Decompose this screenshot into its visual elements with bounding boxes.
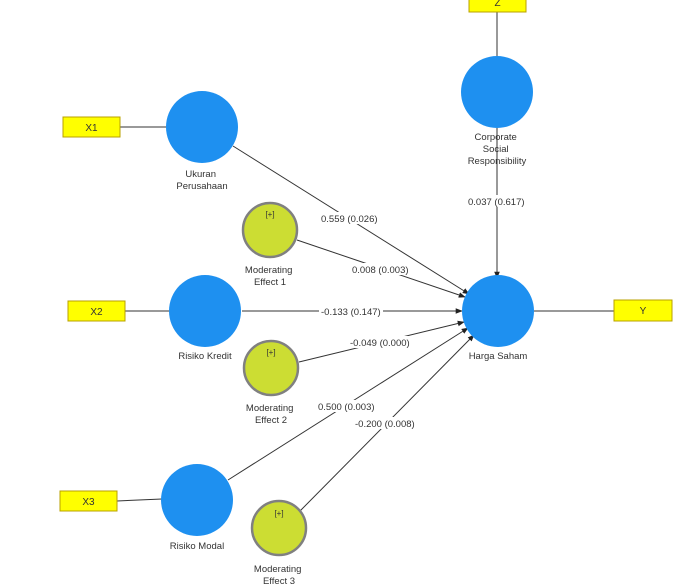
moderating-effect-1-label-1: Moderating [245,265,293,276]
indicator-x2-label: X2 [90,307,103,318]
construct-kredit-label: Risiko Kredit [178,351,232,362]
coef-csr-harga: 0.037 (0.617) [468,197,525,208]
indicator-x2[interactable]: X2 [67,300,126,322]
svg-text:Moderating Effect 2: Moderating Effect 2 [246,403,296,426]
coef-mod2-harga: -0.049 (0.000) [350,338,410,349]
construct-modal-label: Risiko Modal [170,541,224,552]
coef-kredit-harga: -0.133 (0.147) [321,307,381,318]
moderating-effect-1-label-2: Effect 1 [254,277,286,288]
moderating-effect-1[interactable]: [+] Moderating Effect 1 [241,201,299,288]
svg-text:Corporate Social: Corporate Social Responsibility [468,132,527,167]
svg-text:Moderating Effect 1: Moderating Effect 1 [245,265,295,288]
svg-text:Moderating Effect 3: Moderating Effect 3 [254,564,304,587]
link-x3-modal [116,498,163,502]
coef-ukuran-harga: 0.559 (0.026) [321,214,378,225]
indicator-links [116,12,614,502]
structural-paths [227,128,500,512]
indicator-y[interactable]: Y [613,299,673,322]
construct-ukuran-perusahaan[interactable]: Ukuran Perusahaan [166,91,238,192]
construct-csr[interactable]: Corporate Social Responsibility [461,56,533,167]
construct-risiko-kredit[interactable]: Risiko Kredit [169,275,241,362]
indicators: X1 X2 X3 Z Y [59,0,673,512]
indicator-z[interactable]: Z [468,0,527,13]
indicator-x1[interactable]: X1 [62,116,121,138]
svg-text:Ukuran Perusahaan: Ukuran Perusahaan [176,169,227,192]
moderating-effect-3[interactable]: [+] Moderating Effect 3 [250,499,308,587]
indicator-y-label: Y [640,306,647,317]
construct-harga-label: Harga Saham [469,351,528,362]
coef-mod3-harga: -0.200 (0.008) [355,419,415,430]
coef-mod1-harga: 0.008 (0.003) [352,265,409,276]
indicator-x3-label: X3 [82,497,95,508]
construct-csr-label-3: Responsibility [468,156,527,167]
construct-csr-label-1: Corporate [475,132,517,143]
construct-ukuran-label-2: Perusahaan [176,181,227,192]
indicator-x3[interactable]: X3 [59,490,118,512]
construct-csr-label-2: Social [483,144,509,155]
construct-harga-saham[interactable]: Harga Saham [462,275,534,362]
path-coefficient-labels: 0.559 (0.026) 0.008 (0.003) -0.133 (0.14… [316,195,526,430]
moderating-effect-1-marker: [+] [265,210,274,219]
moderating-effect-3-label-1: Moderating [254,564,302,575]
moderating-effects: [+] Moderating Effect 1 [+] Moderating E… [241,201,308,587]
moderating-effect-2-label-2: Effect 2 [255,415,287,426]
moderating-effect-2-marker: [+] [266,348,275,357]
latent-constructs: Ukuran Perusahaan Risiko Kredit Risiko M… [161,56,534,552]
construct-risiko-modal[interactable]: Risiko Modal [161,464,233,552]
moderating-effect-2-label-1: Moderating [246,403,294,414]
indicator-x1-label: X1 [85,123,98,134]
moderating-effect-2[interactable]: [+] Moderating Effect 2 [242,339,300,426]
indicator-z-label: Z [494,0,500,9]
moderating-effect-3-marker: [+] [274,509,283,518]
coef-modal-harga: 0.500 (0.003) [318,402,375,413]
construct-ukuran-label-1: Ukuran [185,169,216,180]
moderating-effect-3-label-2: Effect 3 [263,576,295,587]
